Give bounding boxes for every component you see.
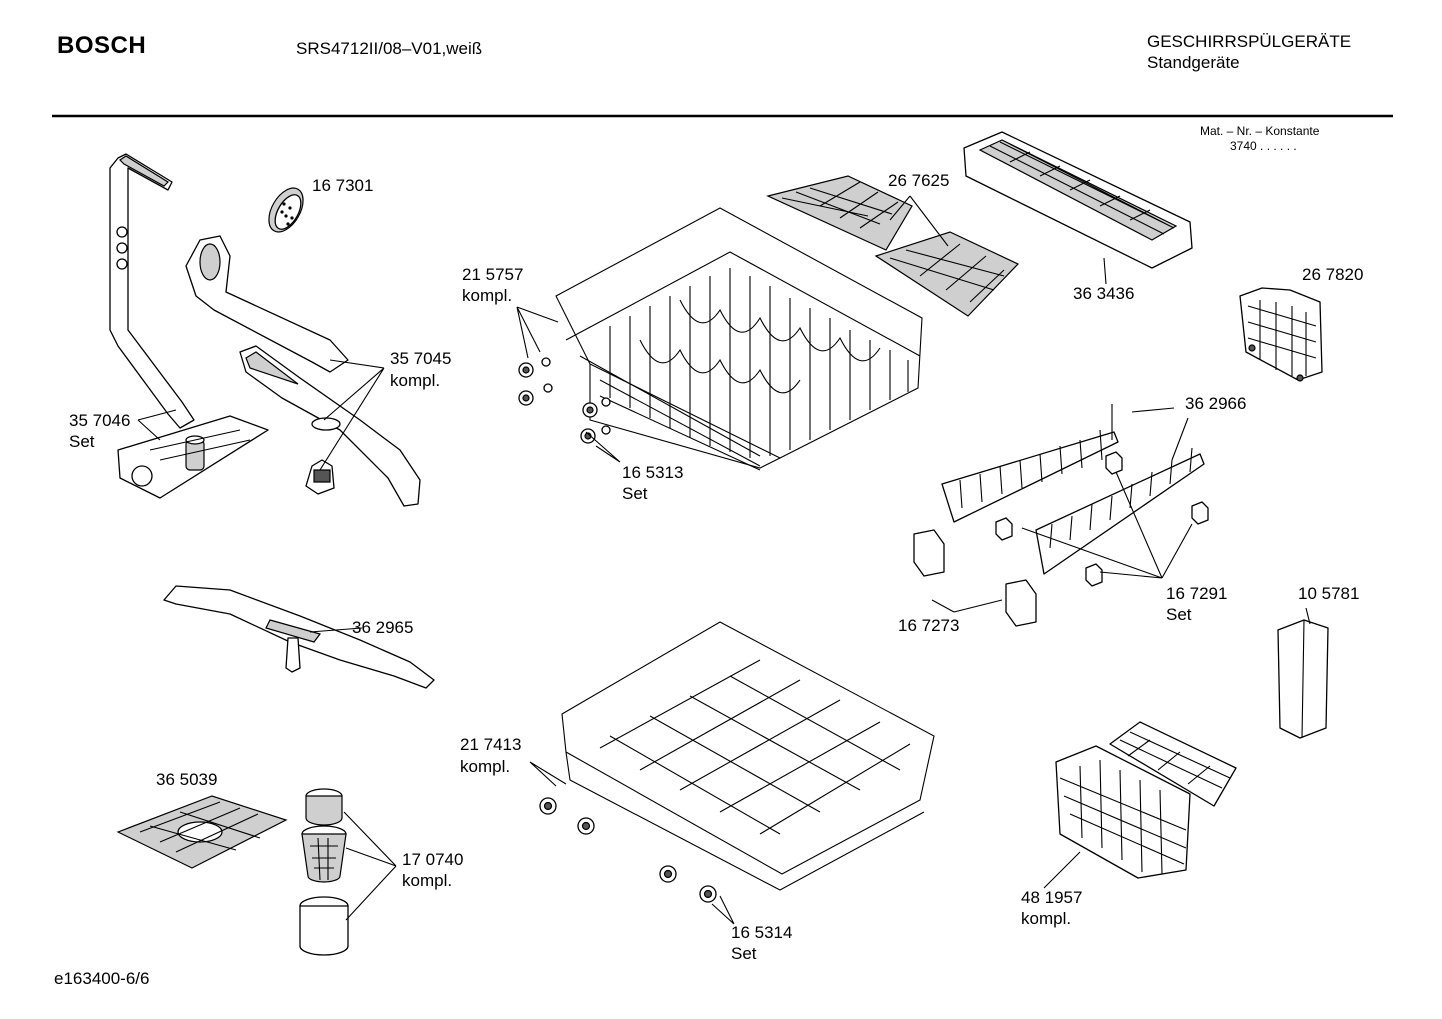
lower-wheels-drawing xyxy=(539,797,717,903)
part-165314-note: Set xyxy=(731,944,757,963)
part-105781-number: 10 5781 xyxy=(1298,584,1360,603)
part-267820-number: 26 7820 xyxy=(1302,265,1364,284)
part-357045-number: 35 7045 xyxy=(390,349,452,368)
cutlery-tray-drawing xyxy=(963,131,1193,269)
part-215757-number: 21 5757 xyxy=(462,265,524,284)
glass-insert-drawing xyxy=(1277,619,1329,739)
cup-racks-drawing xyxy=(766,175,1020,317)
part-357045-note: kompl. xyxy=(390,371,441,390)
flat-filter-drawing xyxy=(116,795,288,869)
model-number: SRS4712II/08–V01,weiß xyxy=(296,39,483,58)
part-167291-note: Set xyxy=(1166,605,1192,624)
small-cutlery-basket-drawing xyxy=(1239,287,1323,382)
mat-nr-label: Mat. – Nr. – Konstante xyxy=(1200,124,1320,138)
filter-set-drawing xyxy=(299,788,349,956)
part-167291-number: 16 7291 xyxy=(1166,584,1228,603)
nozzle-drawing xyxy=(268,187,304,233)
upper-wheels-drawing xyxy=(518,357,611,444)
lower-basket-drawing xyxy=(561,621,935,891)
main-cutlery-basket-drawing xyxy=(1055,721,1237,879)
part-365039-number: 36 5039 xyxy=(156,770,218,789)
diagram-code: e163400-6/6 xyxy=(54,969,150,988)
supply-pipe-drawing xyxy=(109,153,269,499)
part-363436-number: 36 3436 xyxy=(1073,284,1135,303)
part-165313-number: 16 5313 xyxy=(622,463,684,482)
part-481957-note: kompl. xyxy=(1021,909,1072,928)
part-170740-number: 17 0740 xyxy=(402,850,464,869)
part-357046-note: Set xyxy=(69,432,95,451)
clips-drawing xyxy=(995,451,1209,587)
upper-spray-arm-drawing xyxy=(185,235,421,507)
part-170740-note: kompl. xyxy=(402,871,453,890)
tine-rows-drawing xyxy=(941,404,1205,575)
part-481957-number: 48 1957 xyxy=(1021,888,1083,907)
part-167301-number: 16 7301 xyxy=(312,176,374,195)
part-217413-number: 21 7413 xyxy=(460,735,522,754)
part-167273-number: 16 7273 xyxy=(898,616,960,635)
category-title: GESCHIRRSPÜLGERÄTE xyxy=(1147,32,1352,51)
holders-drawing xyxy=(913,529,1037,627)
part-362966-number: 36 2966 xyxy=(1185,394,1247,413)
mat-nr-value: 3740 . . . . . . xyxy=(1230,139,1297,153)
part-357046-number: 35 7046 xyxy=(69,411,131,430)
category-subtitle: Standgeräte xyxy=(1147,53,1240,72)
part-165313-note: Set xyxy=(622,484,648,503)
brand-logo: BOSCH xyxy=(57,32,147,59)
leader-lines xyxy=(137,195,1311,925)
part-217413-note: kompl. xyxy=(460,757,511,776)
part-165314-number: 16 5314 xyxy=(731,923,793,942)
part-362965-number: 36 2965 xyxy=(352,618,414,637)
part-215757-note: kompl. xyxy=(462,286,513,305)
upper-basket-drawing xyxy=(555,207,923,471)
part-267625-number: 26 7625 xyxy=(888,171,950,190)
lower-spray-arm-drawing xyxy=(163,585,435,689)
